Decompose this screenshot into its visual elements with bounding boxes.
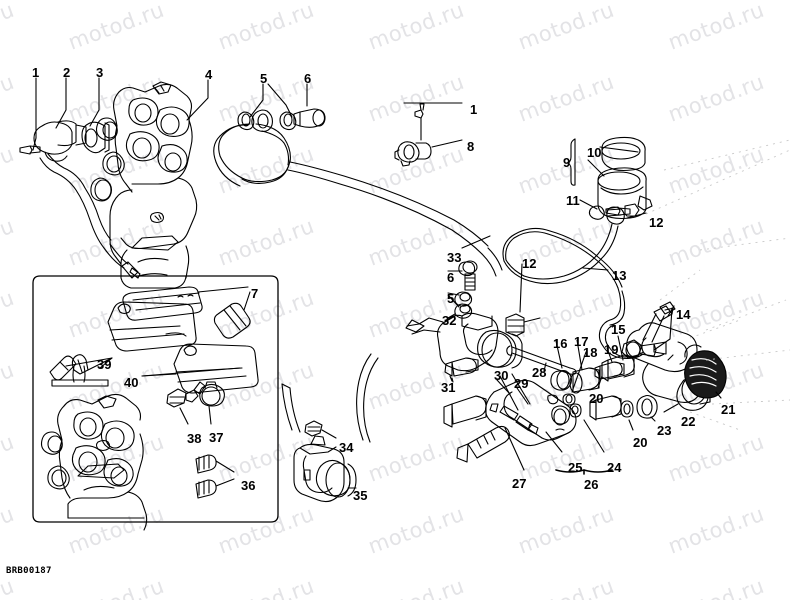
callout-28: 28	[532, 365, 547, 380]
callout-13: 13	[612, 268, 627, 283]
callout-14: 14	[676, 307, 691, 322]
callout-29: 29	[514, 376, 529, 391]
callout-19: 19	[604, 342, 619, 357]
callout-24: 24	[607, 460, 622, 475]
callout-35: 35	[353, 488, 368, 503]
callout-26: 26	[584, 477, 599, 492]
callout-30: 30	[494, 368, 509, 383]
callout-32: 32	[442, 313, 457, 328]
callout-39: 39	[97, 357, 112, 372]
callout-12b: 12	[522, 256, 537, 271]
callout-20a: 20	[589, 391, 604, 406]
callout-15: 15	[611, 322, 626, 337]
callout-23: 23	[657, 423, 672, 438]
callout-21: 21	[721, 402, 736, 417]
callout-38: 38	[187, 431, 202, 446]
callout-5b: 5	[447, 291, 455, 306]
callout-18: 18	[583, 345, 598, 360]
callout-3: 3	[96, 65, 104, 80]
callout-4: 4	[205, 67, 213, 82]
callout-10: 10	[587, 145, 602, 160]
callout-8: 8	[467, 139, 475, 154]
callout-36: 36	[241, 478, 256, 493]
callout-17: 17	[574, 334, 589, 349]
callout-1: 1	[32, 65, 40, 80]
callout-11: 11	[566, 193, 580, 208]
drawing-part-number: BRB00187	[6, 566, 52, 576]
callout-27: 27	[512, 476, 527, 491]
callout-22: 22	[681, 414, 696, 429]
callout-25: 25	[568, 460, 583, 475]
callout-20b: 20	[633, 435, 648, 450]
callout-5a: 5	[260, 71, 268, 86]
callout-37: 37	[209, 430, 224, 445]
callout-1b: 1	[470, 102, 478, 117]
callout-2: 2	[63, 65, 71, 80]
callout-40: 40	[124, 375, 139, 390]
callout-12a: 12	[649, 215, 664, 230]
callout-16: 16	[553, 336, 568, 351]
callout-31: 31	[441, 380, 456, 395]
callout-6b: 6	[447, 270, 455, 285]
callout-33: 33	[447, 250, 462, 265]
callout-9: 9	[563, 155, 571, 170]
callout-6a: 6	[304, 71, 312, 86]
callout-34: 34	[339, 440, 354, 455]
callout-7: 7	[251, 286, 259, 301]
